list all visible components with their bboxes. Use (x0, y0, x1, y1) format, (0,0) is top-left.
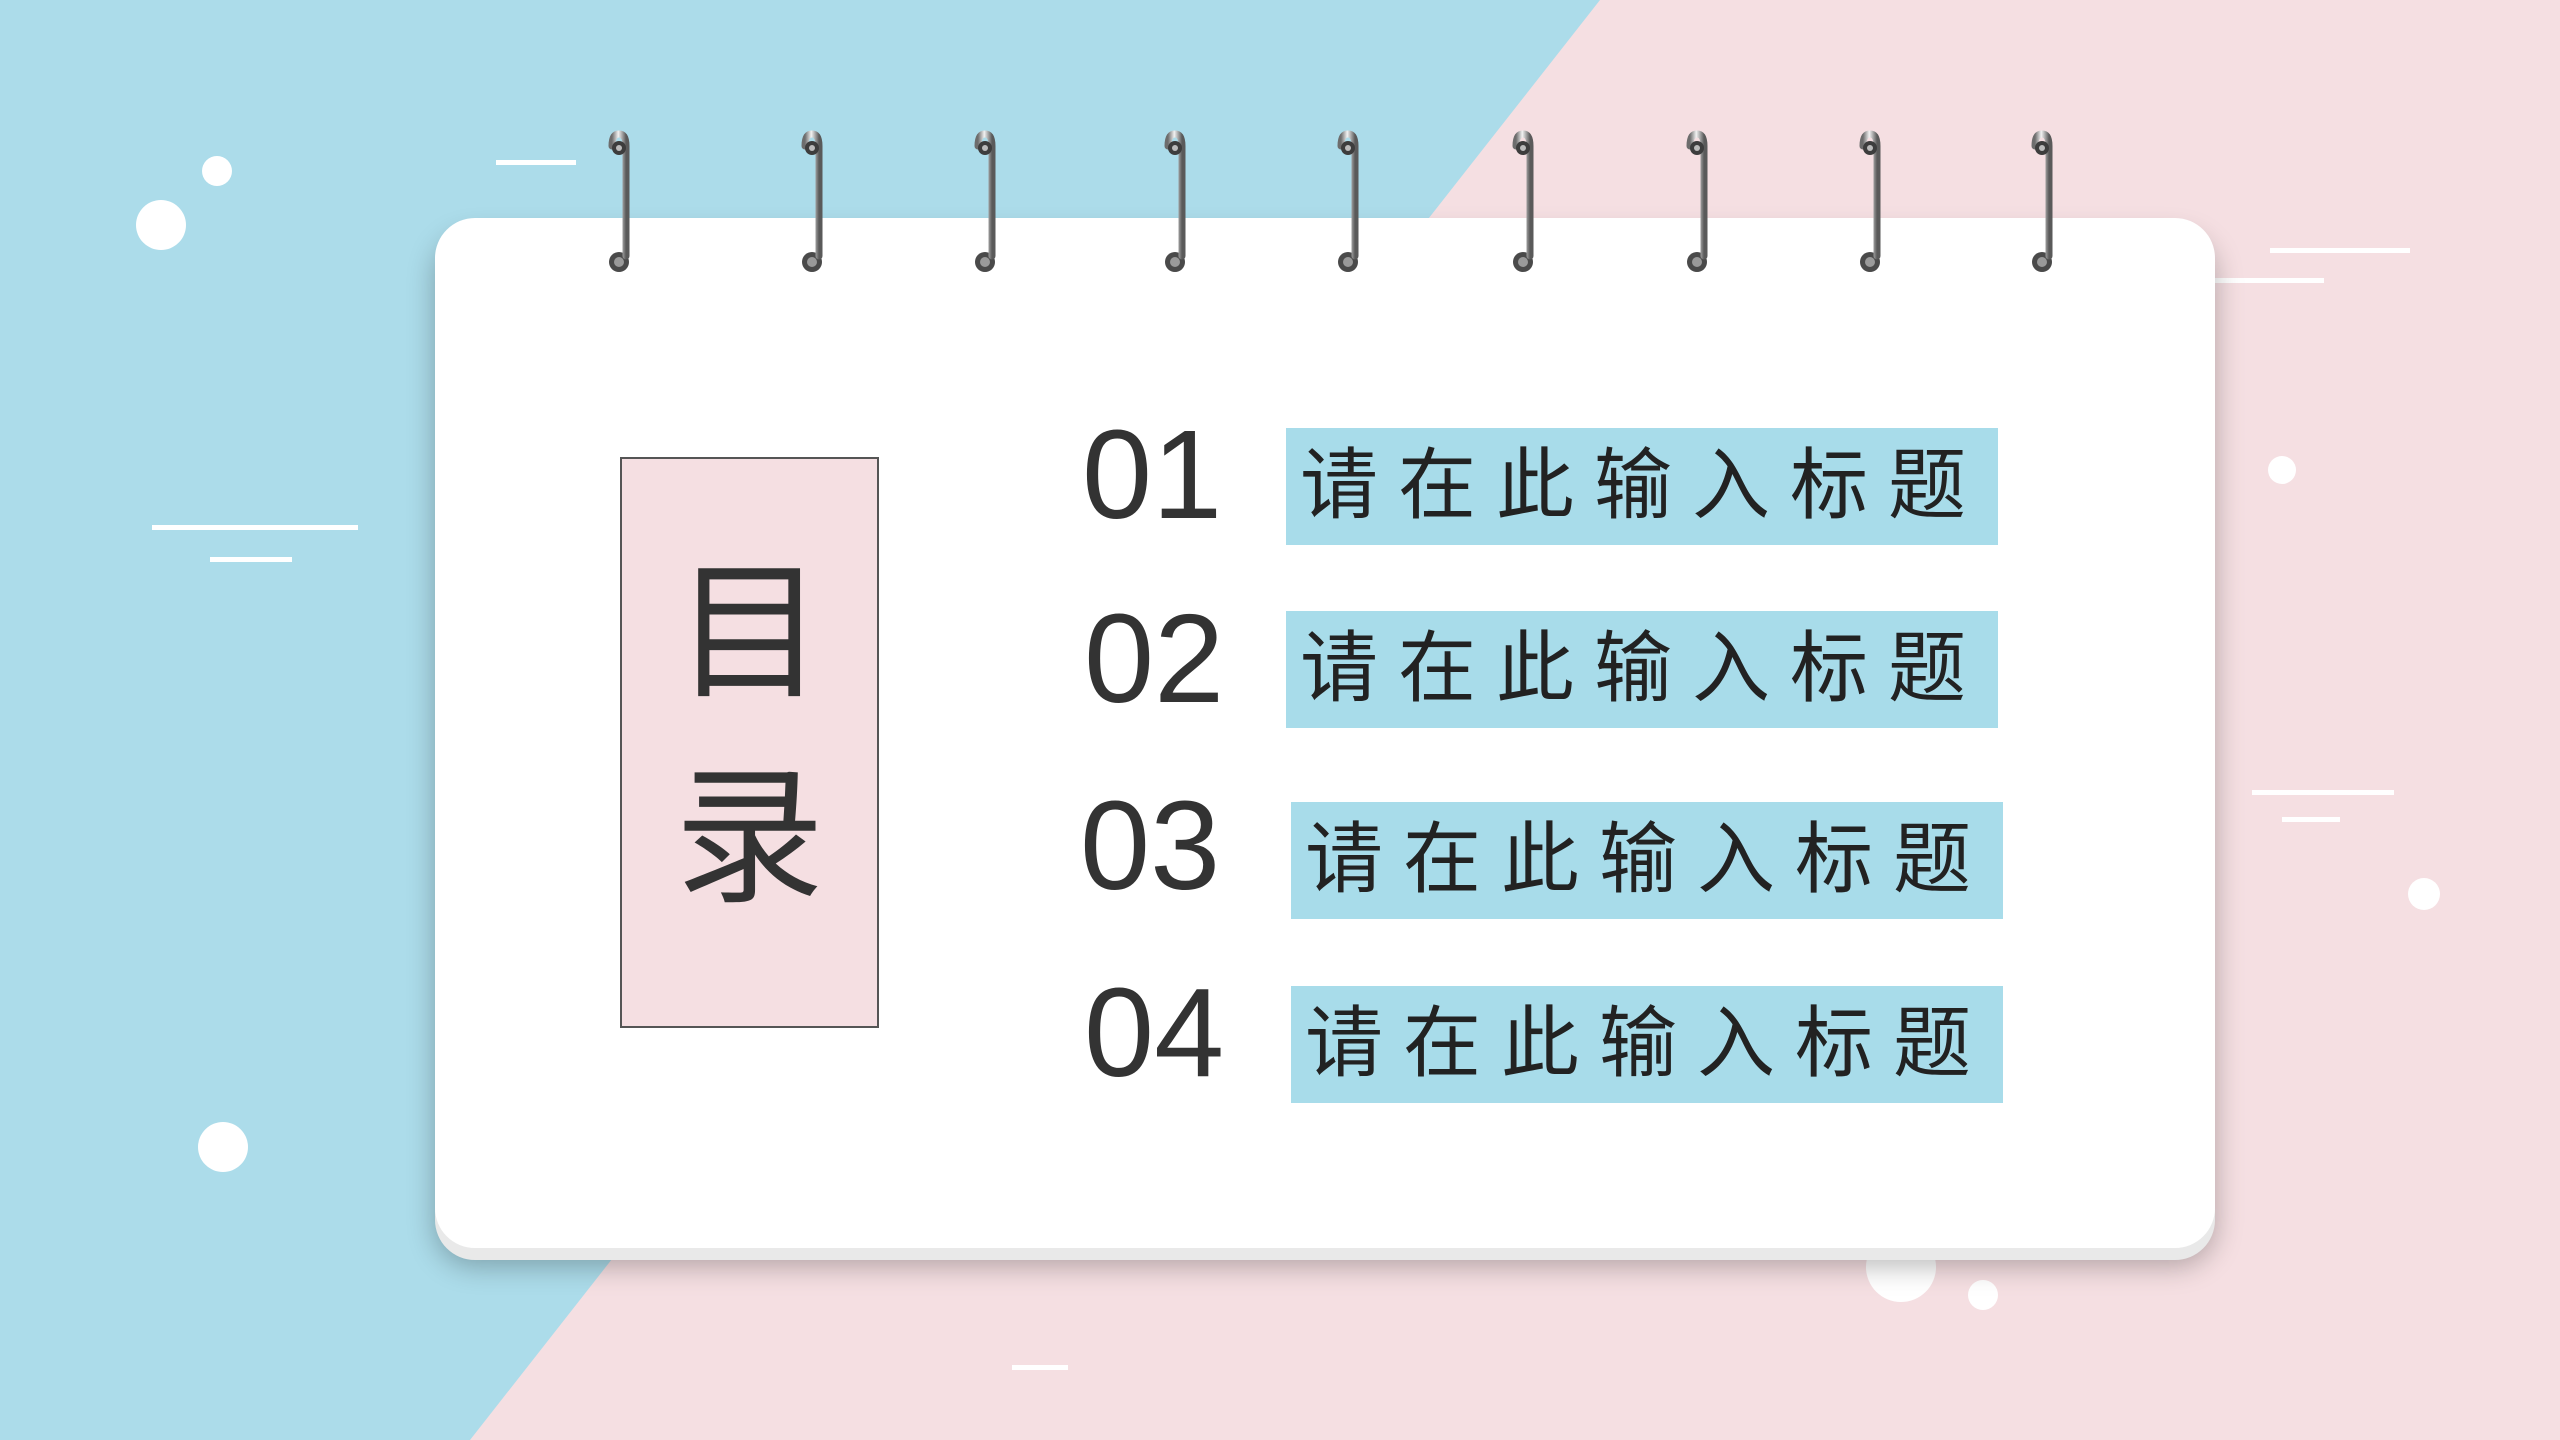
decor-line (152, 525, 358, 530)
spiral-ring-icon (1337, 130, 1359, 272)
decor-line (1012, 1365, 1068, 1370)
decor-line (496, 160, 576, 165)
spiral-ring-icon (2031, 130, 2053, 272)
decor-dot (136, 200, 186, 250)
item-title: 请在此输入标题 (1300, 441, 1987, 531)
decor-dot (198, 1122, 248, 1172)
item-title: 请在此输入标题 (1305, 815, 1992, 905)
toc-label-box: 目 录 (620, 457, 879, 1028)
item-number: 03 (1080, 775, 1221, 916)
decor-line (2252, 790, 2394, 795)
item-title-bar[interactable]: 请在此输入标题 (1286, 611, 1998, 728)
toc-char-mu: 目 (674, 547, 825, 721)
item-number: 01 (1082, 404, 1223, 545)
item-number: 04 (1084, 962, 1225, 1103)
item-title: 请在此输入标题 (1300, 624, 1987, 714)
decor-dot (1968, 1280, 1998, 1310)
toc-char-lu: 录 (674, 752, 825, 926)
spiral-ring-icon (1686, 130, 1708, 272)
item-number: 02 (1084, 588, 1225, 729)
item-title-bar[interactable]: 请在此输入标题 (1291, 802, 2003, 919)
decor-dot (2268, 456, 2296, 484)
spiral-ring-icon (1164, 130, 1186, 272)
item-title-bar[interactable]: 请在此输入标题 (1286, 428, 1998, 545)
spiral-ring-icon (801, 130, 823, 272)
item-title-bar[interactable]: 请在此输入标题 (1291, 986, 2003, 1103)
spiral-ring-icon (1859, 130, 1881, 272)
spiral-ring-icon (974, 130, 996, 272)
item-title: 请在此输入标题 (1305, 999, 1992, 1089)
decor-dot (202, 156, 232, 186)
decor-line (2208, 278, 2324, 283)
decor-line (2282, 817, 2340, 822)
decor-line (210, 557, 292, 562)
spiral-ring-icon (608, 130, 630, 272)
decor-line (2270, 248, 2410, 253)
decor-dot (2408, 878, 2440, 910)
spiral-ring-icon (1512, 130, 1534, 272)
